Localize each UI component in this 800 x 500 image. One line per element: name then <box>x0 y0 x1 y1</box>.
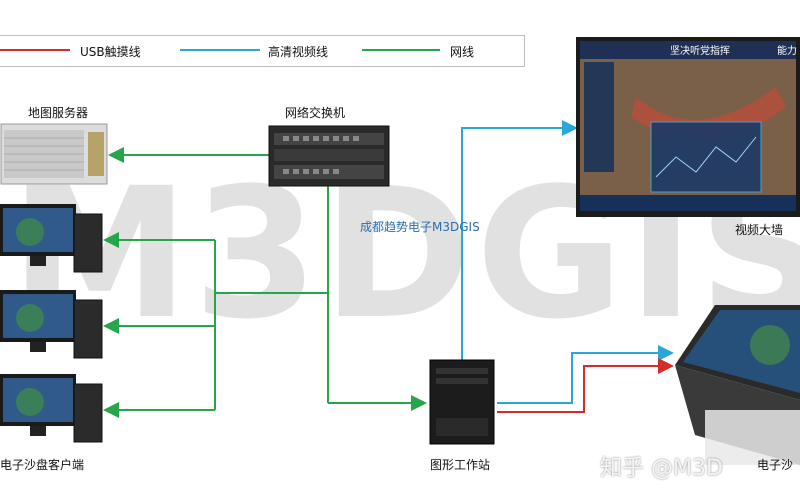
sandbox-label: 电子沙 <box>757 458 794 472</box>
legend-video-label: 高清视频线 <box>268 45 329 59</box>
legend-network-label: 网线 <box>450 45 475 59</box>
sandbox-table-icon <box>675 305 800 465</box>
server-icon <box>0 123 108 185</box>
switch-label: 网络交换机 <box>285 106 346 120</box>
workstation-tower-icon <box>429 359 495 445</box>
video-wall-title2: 能力 <box>777 46 797 57</box>
video-line-sandbox <box>497 345 674 404</box>
legend-usb-label: USB触摸线 <box>80 45 141 59</box>
switch-icon <box>268 125 390 187</box>
map-server-label: 地图服务器 <box>28 106 89 120</box>
credit-line: 成都趋势电子M3DGIS <box>360 220 480 234</box>
client-pc-icon <box>0 374 103 443</box>
client-pc-icon <box>0 204 103 273</box>
video-wall-label: 视频大墙 <box>735 223 784 237</box>
video-wall-title: 坚决听党指挥 <box>670 46 730 57</box>
video-line-wall <box>461 120 578 360</box>
video-wall-screen <box>576 37 800 217</box>
client-pc-icon <box>0 290 103 359</box>
sandbox-client-label: 电子沙盘客户端 <box>0 458 85 472</box>
usb-line-sandbox <box>497 358 674 413</box>
workstation-label: 图形工作站 <box>430 458 491 472</box>
site-credit: 知乎 @M3D <box>600 456 723 481</box>
